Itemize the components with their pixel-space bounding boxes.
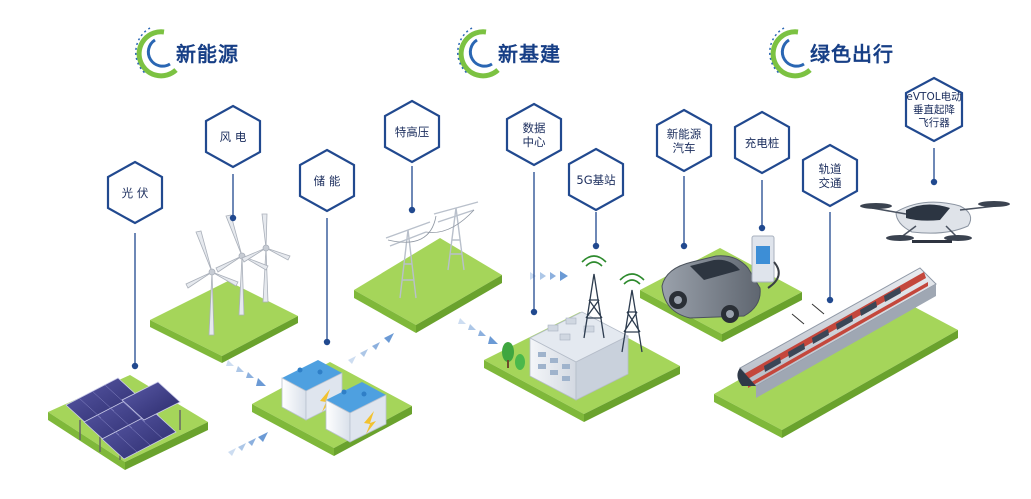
label-rail-transit: 轨道 交通 [818,162,842,190]
ring-icon-green-travel [769,27,812,79]
category-title-new-energy: 新能源 [176,42,239,66]
ev-car [661,255,761,323]
data-center-building [502,311,629,401]
rail-train [737,267,937,398]
label-charging-pile: 充电桩 [744,136,780,150]
label-5g-base-station: 5G基站 [576,173,616,187]
connector-dots [131,178,938,370]
uhv-platform [354,238,502,333]
label-evtol: eVTOL电动 垂直起降 飞行器 [906,90,962,129]
solar-panels [65,377,181,460]
hexagon-shapes [106,76,964,225]
wind-turbines [185,213,291,336]
label-new-energy-vehicle: 新能源 汽车 [666,127,702,155]
label-energy-storage: 储 能 [313,174,341,188]
category-title-green-travel: 绿色出行 [810,42,894,66]
5g-towers [581,255,645,353]
label-uhv: 特高压 [394,125,430,139]
uhv-towers [385,201,479,299]
flow-arrows [226,271,568,456]
label-wind-power: 风 电 [219,130,247,144]
label-photovoltaic: 光 伏 [121,186,149,200]
connector-lines [134,148,935,366]
storage-batteries [281,360,387,443]
evtol-aircraft [860,201,1010,243]
label-data-center: 数据 中心 [522,121,546,149]
charging-station [751,235,780,289]
category-title-new-infrastructure: 新基建 [498,42,561,66]
wind-platform [150,281,298,363]
ring-icon-new-infra [457,27,500,79]
ring-icon-new-energy [135,27,178,79]
rail-platform [714,294,958,438]
